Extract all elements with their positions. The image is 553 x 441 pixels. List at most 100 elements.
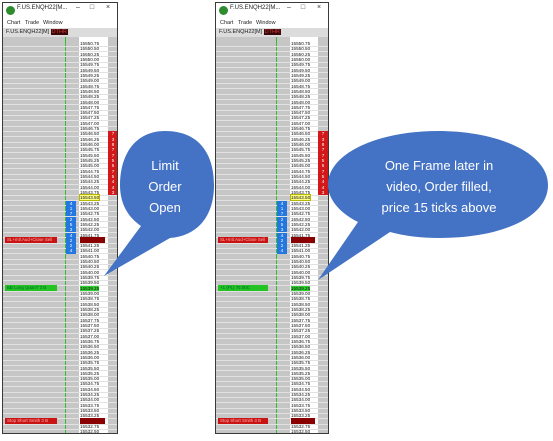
price-cell[interactable]: 15540.25 [80,264,100,270]
bid-size-cell[interactable]: 3 [277,227,287,233]
price-cell[interactable]: 15547.75 [80,104,100,110]
price-cell[interactable]: 15538.00 [291,312,311,318]
ask-size-cell[interactable]: 4 [318,179,328,185]
price-cell[interactable]: 15533.50 [291,408,311,414]
price-cell[interactable]: 15540.50 [80,259,100,265]
price-cell[interactable]: 15536.75 [80,338,100,344]
price-cell[interactable]: 15541.75 [80,232,100,238]
price-cell[interactable]: 15535.75 [291,360,311,366]
ask-size-cell[interactable]: 3 [318,189,328,196]
ask-size-cell[interactable]: 5 [318,174,328,180]
price-cell[interactable]: 15548.75 [80,83,100,89]
bid-size-cell[interactable]: 4 [66,200,76,206]
price-cell[interactable]: 15547.00 [80,120,100,126]
price-cell[interactable]: 15537.75 [291,317,311,323]
menu-window[interactable]: Window [256,20,276,26]
price-cell[interactable]: 15550.25 [291,51,311,57]
ask-size-cell[interactable]: 8 [318,142,328,148]
price-cell[interactable]: 15540.75 [80,253,100,259]
bid-size-cell[interactable]: 5 [277,221,287,228]
menu-chart[interactable]: Chart [220,20,234,26]
price-cell[interactable]: 15543.25 [291,200,311,206]
working-order[interactable]: Stop Short Smith 3 B [5,418,57,425]
price-cell[interactable]: 15535.50 [291,365,311,371]
price-cell[interactable]: 15543.50 [78,194,101,202]
price-cell[interactable]: 15544.50 [291,174,311,179]
price-cell[interactable]: 15548.50 [80,88,100,94]
symbol-label[interactable]: F.US.ENQH22[M] DTHR [6,29,68,35]
working-order[interactable]: +1 (PL) 75.00C [218,285,268,292]
price-cell[interactable]: 15538.75 [80,296,100,302]
ask-column[interactable] [108,37,117,433]
bid-size-cell[interactable]: 2 [277,237,287,244]
maximize-button[interactable]: □ [89,4,95,11]
maximize-button[interactable]: □ [300,4,306,11]
price-cell[interactable]: 15538.50 [80,301,100,307]
price-cell[interactable]: 15544.25 [291,179,311,185]
ask-size-cell[interactable]: 7 [318,131,328,137]
price-cell[interactable]: 15550.50 [80,46,100,52]
price-cell[interactable]: 15547.50 [291,110,311,116]
price-cell[interactable]: 15537.50 [80,322,100,328]
ask-size-cell[interactable]: 4 [108,179,117,185]
price-cell[interactable]: 15546.00 [80,142,100,148]
price-cell[interactable]: 15540.00 [291,269,311,275]
bid-size-cell[interactable]: 7 [277,211,287,217]
price-cell[interactable]: 15535.00 [291,376,311,382]
ask-size-cell[interactable]: 7 [318,152,328,158]
price-cell[interactable]: 15539.75 [80,275,100,281]
ask-size-cell[interactable]: 3 [108,136,117,142]
minimize-button[interactable]: – [76,4,80,11]
price-cell[interactable]: 15550.00 [291,56,311,62]
price-cell[interactable]: 15539.50 [291,280,311,286]
price-cell[interactable]: 15533.25 [80,413,100,419]
price-cell[interactable]: 15540.00 [80,269,100,275]
ask-size-cell[interactable]: 7 [318,147,328,153]
ask-size-cell[interactable]: 4 [318,184,328,190]
price-cell[interactable]: 15537.25 [291,328,311,334]
price-cell[interactable]: 15536.00 [291,354,311,360]
bid-size-cell[interactable]: 4 [277,232,287,238]
price-cell[interactable]: 15542.25 [80,221,100,227]
price-cell[interactable]: 15546.75 [291,126,311,132]
price-column[interactable] [290,37,318,433]
price-cell[interactable]: 15543.75 [80,189,100,195]
price-cell[interactable]: 15549.00 [80,78,100,84]
price-cell[interactable]: 15535.25 [80,370,100,376]
price-cell[interactable]: 15543.00 [80,205,100,211]
price-cell[interactable]: 15547.25 [291,115,311,121]
price-cell[interactable]: 15546.50 [80,131,100,137]
bid-size-cell[interactable]: 2 [66,243,76,249]
price-cell[interactable]: 15545.00 [291,163,311,169]
price-cell[interactable]: 15550.25 [80,51,100,57]
price-cell[interactable]: 15534.75 [291,381,311,387]
price-cell[interactable]: 15544.00 [80,184,100,190]
order-column[interactable] [3,37,61,433]
price-cell[interactable]: 15544.75 [80,168,100,174]
price-cell[interactable]: 15541.25 [291,243,311,249]
ask-column[interactable] [318,37,328,433]
price-cell[interactable]: 15537.00 [80,333,100,339]
bid-size-cell[interactable]: 4 [66,232,76,238]
ask-size-cell[interactable]: 3 [318,136,328,142]
ask-size-cell[interactable]: 7 [108,152,117,158]
price-cell[interactable]: 15549.00 [291,78,311,84]
price-cell[interactable]: 15540.75 [291,253,311,259]
minimize-button[interactable]: – [287,4,291,11]
price-cell[interactable]: 15544.00 [291,184,311,190]
price-cell[interactable]: 15548.00 [80,99,100,105]
bid-size-cell[interactable]: 2 [66,237,76,244]
menu-window[interactable]: Window [43,20,63,26]
close-button[interactable]: × [105,4,111,11]
price-cell[interactable]: 15542.75 [291,211,311,217]
price-cell[interactable]: 15535.75 [80,360,100,366]
price-cell[interactable]: 15532.50 [291,429,311,434]
price-cell[interactable]: 15542.00 [80,227,100,233]
price-cell[interactable]: 15537.50 [291,322,311,328]
price-cell[interactable]: 15545.50 [291,152,311,158]
price-cell[interactable]: 15533.50 [80,408,100,414]
price-cell[interactable]: 15535.50 [80,365,100,371]
bid-size-cell[interactable]: 2 [277,243,287,249]
bid-size-cell[interactable]: 7 [66,211,76,217]
